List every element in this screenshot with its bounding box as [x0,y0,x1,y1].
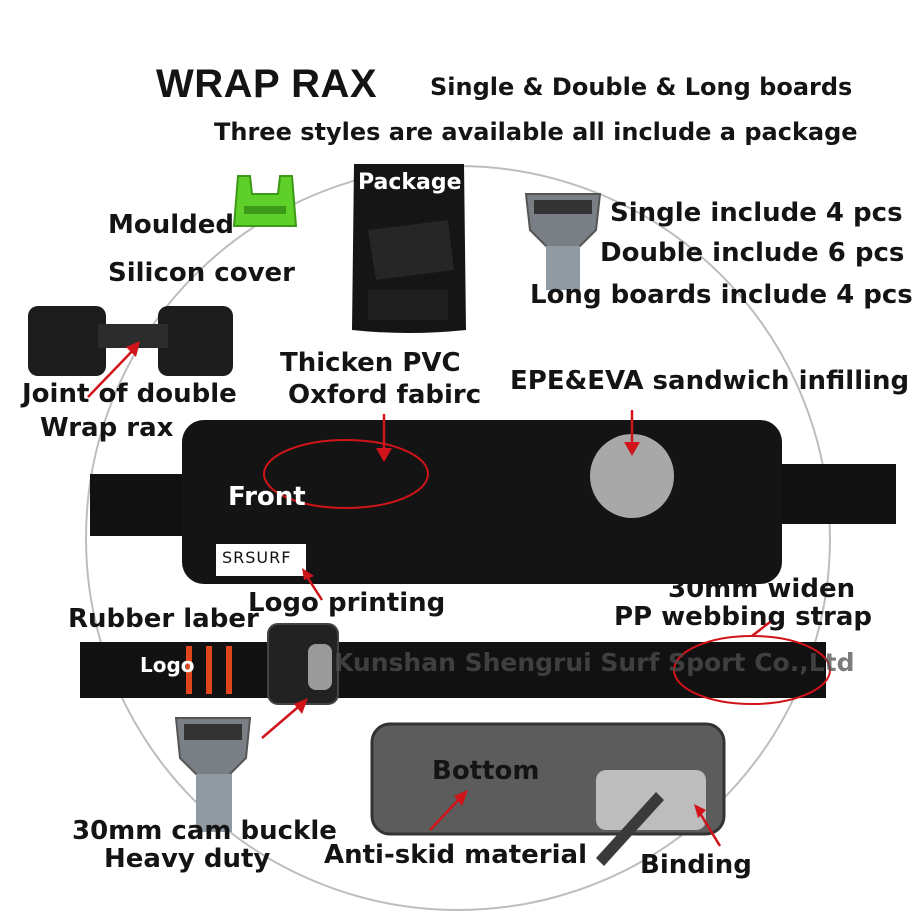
rubber-label: Rubber laber [68,604,259,634]
webbing-strap [80,621,831,705]
logo-printing-label: Logo printing [248,588,446,618]
binding-image [596,792,664,866]
silicon-cover-label: Silicon cover [108,258,295,288]
package-image [352,164,466,333]
binding-label: Binding [640,850,752,880]
cam-buckle-arrow [261,698,308,739]
page-title: WRAP RAX [156,62,378,106]
moulded-label: Moulded [108,210,235,240]
joint-label-line1: Joint of double [22,379,237,409]
anti-skid-label: Anti-skid material [324,840,587,870]
watermark-text: Kunshan Shengrui Surf Sport Co.,Ltd [334,648,855,677]
brand-logo: SRSURF [222,548,292,567]
cam-buckle-label-line1: 30mm cam buckle [72,816,337,846]
subtitle-boards: Single & Double & Long boards [430,73,853,101]
count-double: Double include 6 pcs [600,238,905,268]
bottom-pad [370,722,726,836]
front-label: Front [228,482,306,512]
count-long: Long boards include 4 pcs [530,280,913,310]
joint-image [28,306,233,376]
pvc-label-line2: Oxford fabirc [288,380,482,410]
cam-buckle-image-bottom [174,717,252,832]
logo-tag: Logo [140,653,195,677]
epe-eva-label: EPE&EVA sandwich infilling [510,366,910,396]
front-strap-pad [90,410,896,584]
bottom-label: Bottom [432,756,540,786]
webbing-label-line2: PP webbing strap [614,602,873,632]
anti-skid-arrow [429,790,468,831]
pvc-label-line1: Thicken PVC [280,348,461,378]
silicon-cover-image [232,175,298,227]
binding-arrow [694,804,722,847]
subtitle-styles: Three styles are available all include a… [214,118,858,146]
joint-label-line2: Wrap rax [40,413,174,443]
cam-buckle-image-top [524,193,602,290]
webbing-label-line1: 30mm widen [668,574,856,604]
joint-arrow [87,341,140,398]
logo-printing-arrow [302,568,324,601]
count-single: Single include 4 pcs [610,198,903,228]
package-label: Package [358,170,462,195]
cam-buckle-label-line2: Heavy duty [104,844,271,874]
